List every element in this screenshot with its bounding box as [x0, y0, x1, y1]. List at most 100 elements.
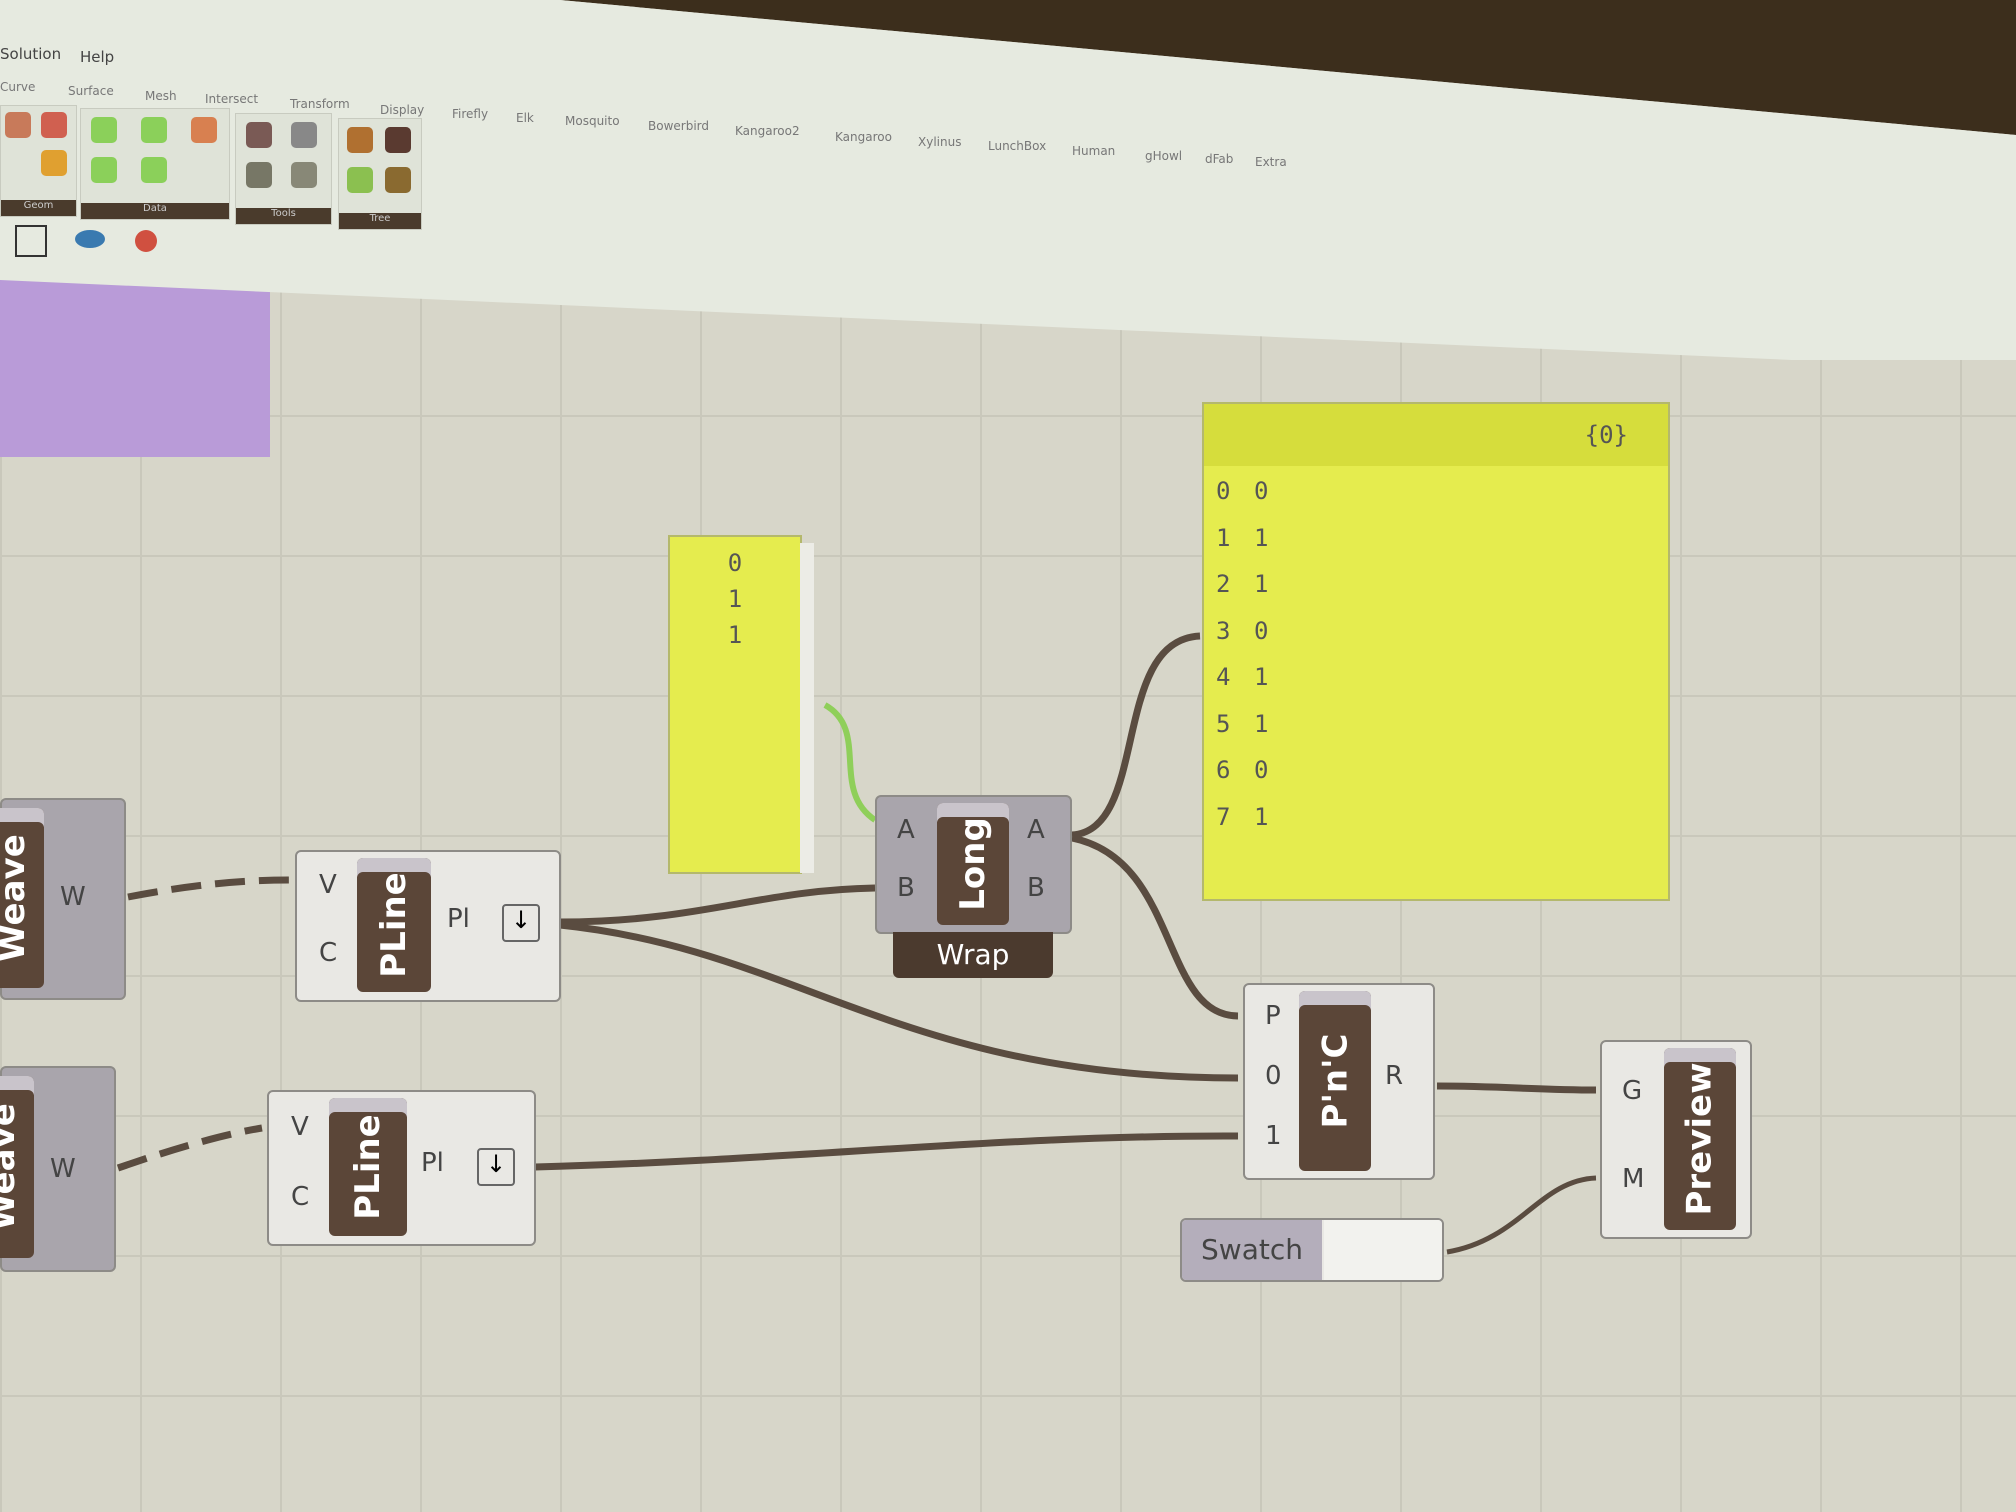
menu-help[interactable]: Help [80, 48, 115, 66]
tab-ghowl[interactable]: gHowl [1145, 148, 1183, 163]
input-panel[interactable]: 0 1 1 [668, 535, 802, 874]
pline-component-1[interactable]: V C PLine Pl ↓ [295, 850, 561, 1002]
swatch-label: Swatch [1182, 1220, 1322, 1280]
input-port-c[interactable]: C [291, 1182, 310, 1212]
output-port-w[interactable]: W [50, 1154, 76, 1184]
tab-kangaroo[interactable]: Kangaroo [835, 130, 892, 145]
swatch-colour[interactable] [1324, 1220, 1442, 1280]
input-port-m[interactable]: M [1622, 1164, 1645, 1194]
component-icon[interactable] [41, 112, 67, 138]
component-icon[interactable] [385, 127, 411, 153]
branch-path: {0} [1584, 421, 1628, 449]
tab-bowerbird[interactable]: Bowerbird [648, 118, 709, 133]
tab-dfab[interactable]: dFab [1205, 152, 1234, 167]
tab-firefly[interactable]: Firefly [452, 107, 489, 122]
tab-xylinus[interactable]: Xylinus [918, 135, 962, 150]
component-icon[interactable] [291, 122, 317, 148]
row-value: 1 [1254, 570, 1269, 598]
input-port-1[interactable]: 1 [1265, 1121, 1282, 1151]
component-name: Preview [1680, 1062, 1721, 1216]
longest-list-component[interactable]: A B Long A B [875, 795, 1072, 934]
tab-curve[interactable]: Curve [0, 80, 36, 94]
tab-extra[interactable]: Extra [1255, 155, 1287, 170]
output-port-pl[interactable]: Pl [447, 904, 470, 934]
tab-display[interactable]: Display [380, 102, 425, 117]
output-port-w[interactable]: W [60, 882, 86, 912]
tab-intersect[interactable]: Intersect [205, 92, 259, 107]
wire-weave1-pline1 [127, 876, 291, 901]
component-icon[interactable] [91, 117, 117, 143]
ribbon-label[interactable]: Geom [1, 200, 76, 216]
ribbon-label[interactable]: Tree [339, 213, 421, 229]
panel-text[interactable]: 0 1 1 [670, 545, 800, 653]
component-icon[interactable] [347, 167, 373, 193]
wire-long-panel [1071, 632, 1201, 839]
ribbon-label[interactable]: Tools [236, 208, 331, 224]
output-port-a[interactable]: A [1027, 815, 1045, 845]
row-value: 1 [1254, 802, 1269, 831]
input-port-g[interactable]: G [1622, 1076, 1643, 1106]
weave-component-2[interactable]: Weave W [0, 1066, 116, 1272]
row-value: 1 [1254, 523, 1269, 552]
component-icon[interactable] [191, 117, 217, 143]
component-icon[interactable] [141, 117, 167, 143]
arrow-down-icon[interactable]: ↓ [502, 904, 540, 942]
input-port-a[interactable]: A [897, 815, 915, 845]
paint-icon[interactable] [135, 230, 157, 252]
wire-pline1-pnc [559, 921, 1239, 1082]
component-icon[interactable] [291, 162, 317, 188]
arrow-down-icon[interactable]: ↓ [477, 1148, 515, 1186]
component-icon[interactable] [385, 167, 411, 193]
tab-transform[interactable]: Transform [290, 97, 350, 112]
component-icon[interactable] [41, 150, 67, 176]
custom-preview-component[interactable]: G M Preview [1600, 1040, 1752, 1239]
tab-elk[interactable]: Elk [516, 110, 534, 125]
tab-kangaroo2[interactable]: Kangaroo2 [735, 124, 800, 139]
tab-lunchbox[interactable]: LunchBox [988, 139, 1047, 154]
preview-eye-icon[interactable] [75, 230, 105, 248]
row-value: 0 [1254, 756, 1269, 784]
pline-component-2[interactable]: V C PLine Pl ↓ [267, 1090, 536, 1246]
component-icon[interactable] [141, 157, 167, 183]
component-icon[interactable] [91, 157, 117, 183]
input-port-v[interactable]: V [319, 870, 337, 900]
component-icon[interactable] [5, 112, 31, 138]
input-port-v[interactable]: V [291, 1112, 309, 1142]
pick-n-choose-component[interactable]: P 0 1 P'n'C R [1243, 983, 1435, 1180]
ribbon-label[interactable]: Data [81, 203, 229, 219]
weave-component-1[interactable]: Weave W [0, 798, 126, 1000]
colour-swatch[interactable]: Swatch [1180, 1218, 1444, 1282]
wire-panel-long [823, 702, 877, 823]
tab-surface[interactable]: Surface [68, 84, 114, 99]
wire-pline2-pnc [534, 1132, 1239, 1171]
tab-human[interactable]: Human [1072, 144, 1116, 159]
panel-line: 1 [727, 585, 743, 613]
input-port-c[interactable]: C [319, 938, 338, 968]
row-value: 1 [1254, 709, 1269, 738]
wrap-option-label[interactable]: Wrap [893, 932, 1053, 978]
menu-solution[interactable]: Solution [0, 45, 62, 63]
output-port-pl[interactable]: Pl [421, 1148, 444, 1178]
input-port-b[interactable]: B [897, 873, 915, 903]
tab-mesh[interactable]: Mesh [145, 88, 177, 103]
row-index: 6 [1216, 756, 1231, 784]
component-icon[interactable] [246, 162, 272, 188]
ribbon-group-tools: Tools [235, 113, 332, 225]
row-index: 2 [1216, 570, 1231, 598]
output-port-r[interactable]: R [1385, 1061, 1404, 1091]
component-icon[interactable] [246, 122, 272, 148]
tab-mosquito[interactable]: Mosquito [565, 113, 620, 128]
output-port-b[interactable]: B [1027, 873, 1045, 903]
component-icon[interactable] [347, 127, 373, 153]
ribbon-group-geom: Geom [0, 105, 77, 217]
input-port-p[interactable]: P [1265, 1001, 1281, 1031]
zoom-extents-icon[interactable] [15, 225, 47, 257]
panel-scrollbar[interactable] [800, 543, 814, 873]
purple-group[interactable] [0, 262, 270, 457]
input-port-0[interactable]: 0 [1265, 1061, 1282, 1091]
